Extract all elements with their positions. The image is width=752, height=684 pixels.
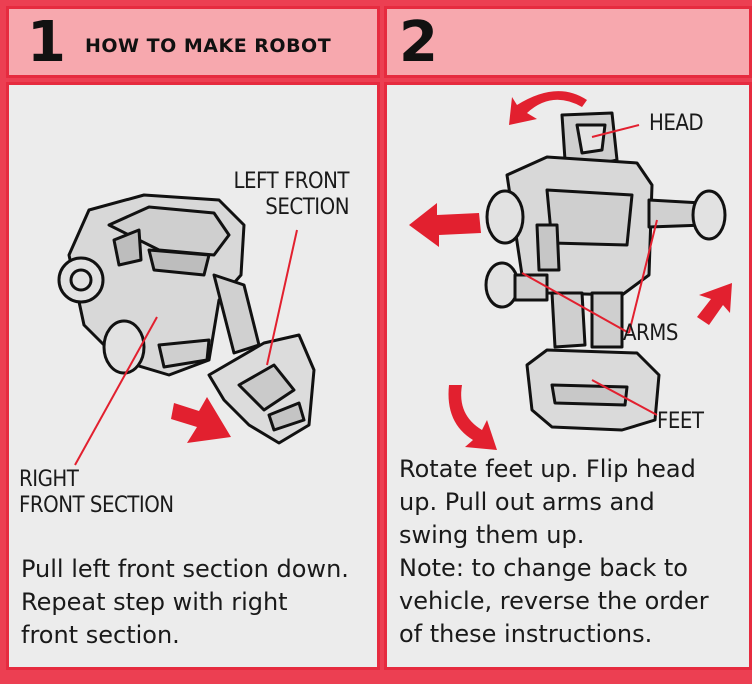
rotate-arrow-icon: [509, 91, 587, 125]
robot-illustration: [409, 91, 732, 450]
step2-instruction-line: of these instructions.: [399, 620, 653, 648]
step1-header: 1 HOW TO MAKE ROBOT: [6, 6, 380, 78]
step1-title: HOW TO MAKE ROBOT: [85, 35, 332, 57]
step1-instruction-line: Repeat step with right: [21, 588, 288, 616]
step2-instruction-line: Note: to change back to: [399, 554, 688, 582]
label-arms: ARMS: [623, 321, 678, 346]
step2-instruction-line: swing them up.: [399, 521, 585, 549]
label-left-front-line2: SECTION: [265, 195, 349, 220]
label-head: HEAD: [649, 111, 704, 136]
step2-panel: HEAD ARMS FEET Rotate feet up. Flip head…: [384, 82, 752, 670]
step2-header: 2: [384, 6, 752, 78]
step2-instruction-line: Rotate feet up. Flip head: [399, 455, 696, 483]
down-curve-arrow-icon: [448, 385, 497, 450]
up-right-arrow-icon: [697, 283, 732, 325]
step1-instruction-line: Pull left front section down.: [21, 555, 349, 583]
step2-instruction-line: vehicle, reverse the order: [399, 587, 709, 615]
step1-instructions: Pull left front section down. Repeat ste…: [21, 553, 349, 652]
left-arrow-icon: [409, 203, 481, 247]
step2-instruction-line: up. Pull out arms and: [399, 488, 655, 516]
vehicle-illustration: [57, 193, 316, 466]
label-right-front-line1: RIGHT: [19, 467, 79, 492]
step2-number: 2: [399, 10, 438, 75]
step1-instruction-line: front section.: [21, 621, 180, 649]
label-right-front-line2: FRONT SECTION: [19, 493, 174, 518]
down-arrow-icon: [171, 397, 231, 443]
step2-instructions: Rotate feet up. Flip head up. Pull out a…: [399, 453, 709, 651]
label-left-front-section: LEFT FRONT SECTION: [201, 169, 350, 221]
label-left-front-line1: LEFT FRONT: [233, 169, 350, 194]
step1-number: 1: [27, 10, 66, 75]
step1-panel: LEFT FRONT SECTION RIGHT FRONT SECTION P…: [6, 82, 380, 670]
label-right-front-section: RIGHT FRONT SECTION: [19, 467, 174, 519]
label-feet: FEET: [657, 409, 704, 434]
